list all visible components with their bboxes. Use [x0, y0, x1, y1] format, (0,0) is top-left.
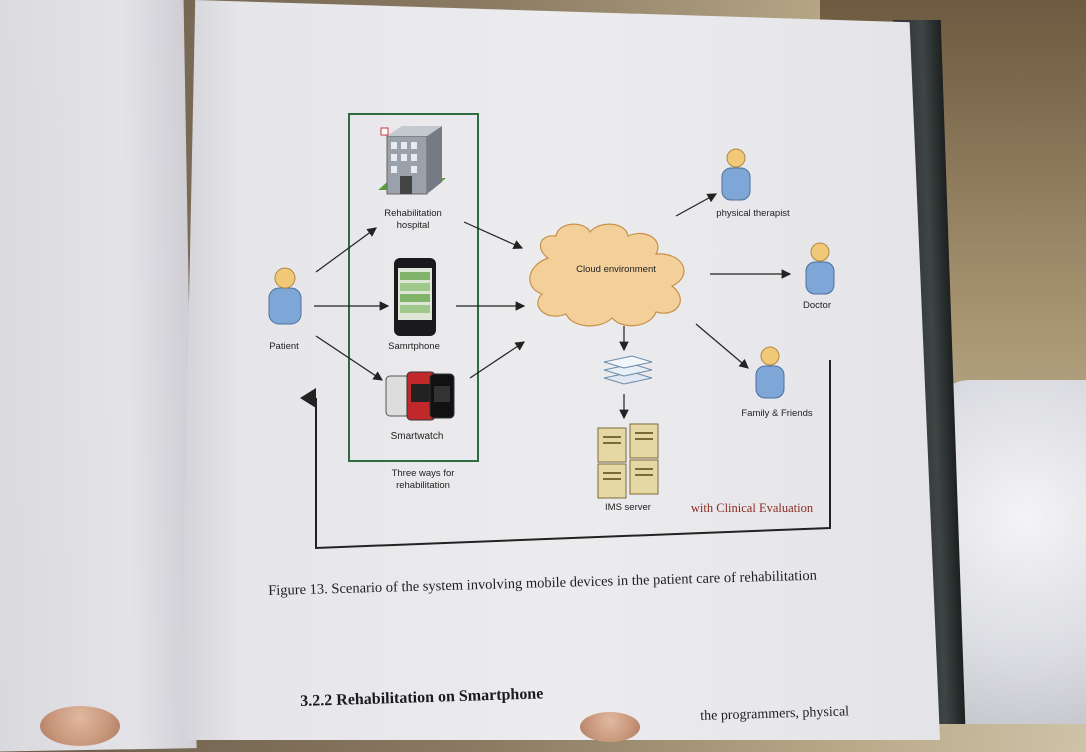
doctor-label: Doctor: [803, 300, 831, 311]
three-ways-frame: [348, 113, 479, 462]
three-ways-label-2: rehabilitation: [396, 480, 450, 491]
ims-server-label: IMS server: [605, 502, 651, 513]
arrow-cloud-family: [695, 323, 749, 369]
smartwatch-label: Smartwatch: [391, 431, 444, 442]
family-friends-person-icon: [755, 346, 785, 399]
arrow-smartwatch-cloud: [469, 341, 525, 379]
rehab-hospital-label-2: hospital: [397, 220, 430, 231]
doctor-person-icon: [805, 242, 835, 295]
arrow-cloud-therapist: [675, 193, 718, 217]
right-thumb: [580, 712, 640, 742]
arrow-hospital-cloud: [463, 221, 524, 249]
physical-therapist-person-icon: [721, 148, 751, 201]
family-friends-label: Family & Friends: [741, 408, 813, 419]
cloud-environment-icon: [529, 223, 685, 327]
arrow-patient-smartwatch: [315, 335, 383, 381]
documents-stack-icon: [603, 355, 653, 385]
book-page: [180, 0, 940, 740]
feedback-loop-arrow: [300, 360, 831, 550]
hospital-building-icon: [378, 126, 446, 195]
three-ways-label-1: Three ways for: [392, 468, 455, 479]
physical-therapist-label: physical therapist: [716, 208, 790, 219]
rehabilitation-diagram: Patient Rehabilitation hospital Samrtpho…: [268, 113, 835, 550]
smartphone-label: Samrtphone: [388, 341, 440, 352]
arrow-patient-hospital: [315, 227, 377, 273]
patient-label: Patient: [269, 341, 299, 352]
patient-person-icon: [268, 267, 302, 325]
rehab-hospital-label-1: Rehabilitation: [384, 208, 442, 219]
clinical-evaluation-label: with Clinical Evaluation: [691, 501, 814, 515]
cloud-label: Cloud environment: [576, 264, 656, 275]
smartphone-icon: [394, 258, 436, 336]
smartwatch-icon: [385, 371, 455, 421]
ims-server-icon: [597, 423, 659, 499]
left-thumb: [40, 706, 120, 746]
